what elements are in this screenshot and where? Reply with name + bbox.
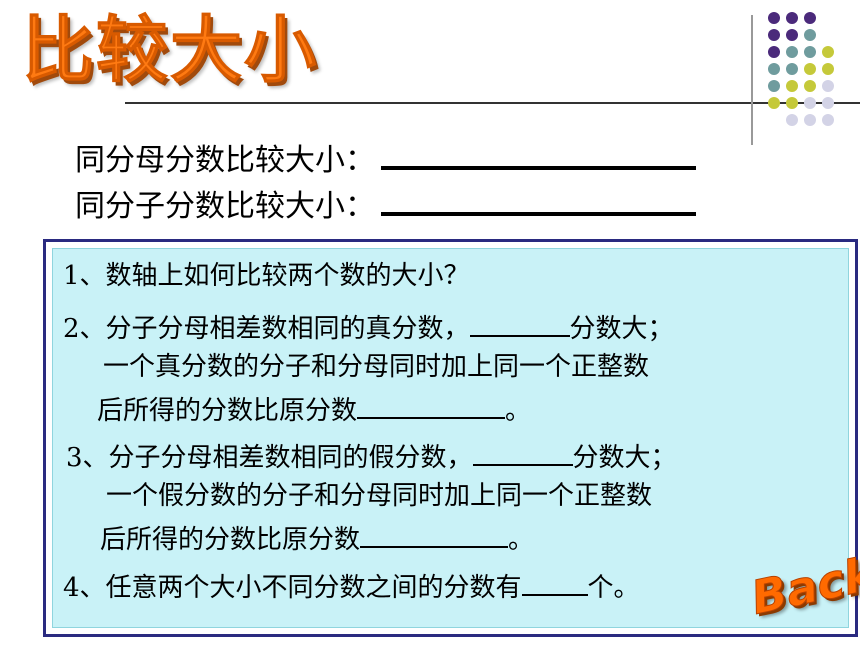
- question-3-line-1: 3、分子分母相差数相同的假分数， 分数大；: [66, 442, 677, 471]
- questions-panel: [43, 239, 858, 637]
- question-2-blank-2: [357, 395, 506, 419]
- decor-dot: [804, 12, 816, 24]
- same-denominator-line: 同分母分数比较大小：: [75, 140, 696, 176]
- question-2-line-2: 一个真分数的分子和分母同时加上同一个正整数: [103, 352, 650, 382]
- question-4-text-a: 4、任意两个大小不同分数之间的分数有: [63, 573, 522, 603]
- question-2-line-1: 2、分子分母相差数相同的真分数， 分数大；: [63, 313, 674, 342]
- same-numerator-blank: [381, 186, 696, 216]
- same-denominator-blank: [381, 140, 696, 170]
- decor-dot: [804, 80, 816, 92]
- question-3-blank-2: [360, 524, 509, 548]
- question-3-blank-1: [472, 442, 573, 466]
- decorative-dot-grid: [764, 12, 834, 138]
- decor-dot: [822, 80, 834, 92]
- decor-dot: [786, 80, 798, 92]
- question-4-blank: [521, 572, 588, 596]
- decor-dot: [768, 12, 780, 24]
- question-3-text-b: 分数大；: [572, 443, 677, 473]
- question-1: 1、数轴上如何比较两个数的大小？: [63, 261, 470, 291]
- decor-dot: [768, 46, 780, 58]
- decor-dot: [786, 63, 798, 75]
- same-numerator-line: 同分子分数比较大小：: [75, 186, 696, 222]
- decor-dot: [768, 63, 780, 75]
- decor-dot: [822, 114, 834, 126]
- question-2-text-b: 分数大；: [569, 314, 674, 344]
- question-3-text-d: 。: [508, 525, 535, 555]
- decor-dot: [804, 63, 816, 75]
- question-2-line-3: 后所得的分数比原分数 。: [97, 395, 531, 424]
- same-denominator-label: 同分母分数比较大小：: [75, 143, 375, 178]
- decor-dot: [822, 63, 834, 75]
- question-4: 4、任意两个大小不同分数之间的分数有 个。: [63, 572, 640, 601]
- questions-panel-inner: [52, 248, 849, 628]
- question-3-text-c: 后所得的分数比原分数: [100, 525, 361, 555]
- same-numerator-label: 同分子分数比较大小：: [75, 189, 375, 224]
- title-divider-horizontal: [125, 102, 860, 104]
- decor-dot: [804, 29, 816, 41]
- decor-dot: [786, 12, 798, 24]
- decor-dot: [804, 97, 816, 109]
- decor-dot: [822, 46, 834, 58]
- decor-dot: [768, 97, 780, 109]
- page-title: 比较大小: [21, 8, 319, 92]
- decor-dot: [822, 97, 834, 109]
- decor-dot: [768, 29, 780, 41]
- question-3-line-3: 后所得的分数比原分数 。: [100, 524, 534, 553]
- decor-dot: [786, 97, 798, 109]
- decor-dot: [804, 114, 816, 126]
- title-divider-vertical: [751, 15, 753, 145]
- question-2-text-d: 。: [505, 396, 532, 426]
- decor-dot: [786, 114, 798, 126]
- question-2-text-c: 后所得的分数比原分数: [97, 396, 358, 426]
- decor-dot: [786, 29, 798, 41]
- question-2-blank-1: [469, 313, 570, 337]
- question-3-text-a: 3、分子分母相差数相同的假分数，: [66, 443, 473, 473]
- decor-dot: [768, 80, 780, 92]
- question-4-text-b: 个。: [587, 573, 640, 603]
- question-2-text-a: 2、分子分母相差数相同的真分数，: [63, 314, 470, 344]
- question-3-line-2: 一个假分数的分子和分母同时加上同一个正整数: [106, 481, 653, 511]
- decor-dot: [786, 46, 798, 58]
- decor-dot: [804, 46, 816, 58]
